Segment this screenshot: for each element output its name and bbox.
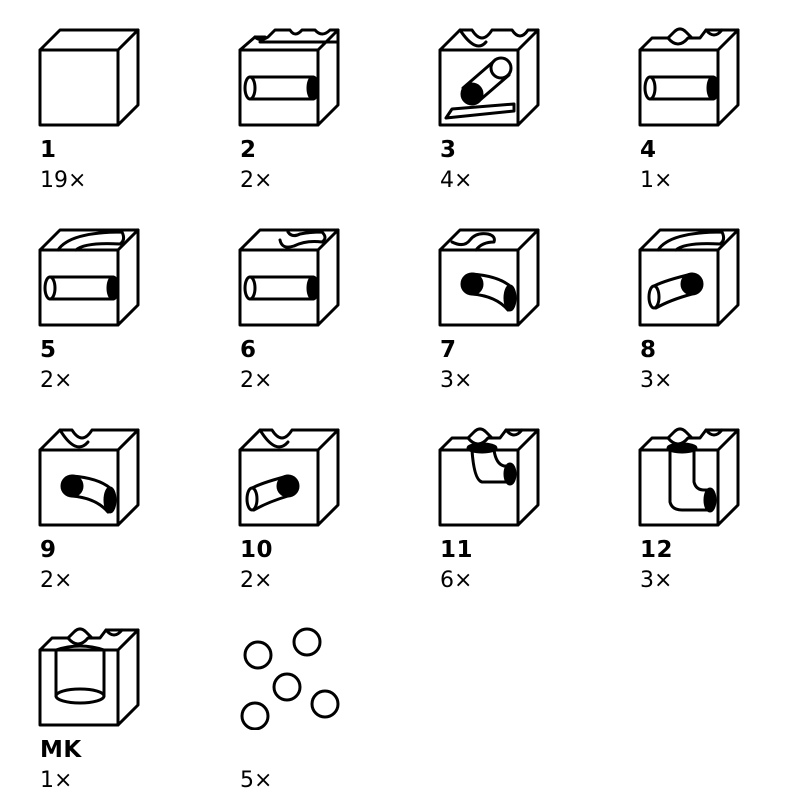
part-number: 11 bbox=[440, 537, 474, 563]
part-mk: MK 1× bbox=[0, 600, 200, 800]
part-quantity: 19× bbox=[40, 168, 87, 193]
part-quantity: 1× bbox=[40, 768, 73, 793]
part-7: 7 3× bbox=[400, 200, 600, 400]
part-quantity: 2× bbox=[240, 168, 273, 193]
part-number: 10 bbox=[240, 537, 274, 563]
double-groove-tunnel-cube-icon bbox=[230, 20, 340, 130]
part-quantity: 2× bbox=[40, 568, 73, 593]
part-11: 11 6× bbox=[400, 400, 600, 600]
part-10: 10 2× bbox=[200, 400, 400, 600]
part-quantity: 2× bbox=[240, 368, 273, 393]
part-number: 7 bbox=[440, 337, 457, 363]
part-quantity: 3× bbox=[640, 368, 673, 393]
part-6: 6 2× bbox=[200, 200, 400, 400]
part-1: 1 19× bbox=[0, 0, 200, 200]
part-number: 5 bbox=[40, 337, 57, 363]
part-number: 4 bbox=[640, 137, 657, 163]
part-quantity: 6× bbox=[440, 568, 473, 593]
cross-groove-vertical-drop-cube-icon bbox=[630, 420, 740, 530]
part-number: MK bbox=[40, 737, 82, 763]
part-5: 5 2× bbox=[0, 200, 200, 400]
part-quantity: 2× bbox=[40, 368, 73, 393]
part-number: 1 bbox=[40, 137, 57, 163]
part-number: 12 bbox=[640, 537, 674, 563]
plain-cube-icon bbox=[30, 20, 140, 130]
part-quantity: 1× bbox=[640, 168, 673, 193]
curve-groove-hole-cube-icon bbox=[630, 220, 740, 330]
part-quantity: 2× bbox=[240, 568, 273, 593]
part-quantity: 3× bbox=[640, 568, 673, 593]
cross-groove-drop-cube-icon bbox=[430, 420, 540, 530]
curve-groove-tunnel-cube-icon bbox=[30, 220, 140, 330]
part-2: 2 2× bbox=[200, 0, 400, 200]
part-12: 12 3× bbox=[600, 400, 800, 600]
part-9: 9 2× bbox=[0, 400, 200, 600]
groove-hole-left-cube-icon bbox=[230, 420, 340, 530]
part-quantity: 4× bbox=[440, 168, 473, 193]
part-4: 4 1× bbox=[600, 0, 800, 200]
funnel-cube-icon bbox=[30, 620, 140, 730]
part-8: 8 3× bbox=[600, 200, 800, 400]
part-number: 6 bbox=[240, 337, 257, 363]
marbles-icon bbox=[230, 620, 340, 730]
bend-groove-tunnel-cube-icon bbox=[230, 220, 340, 330]
part-number: 3 bbox=[440, 137, 457, 163]
part-number: 2 bbox=[240, 137, 257, 163]
bend-groove-hole-cube-icon bbox=[430, 220, 540, 330]
cross-groove-tunnel-cube-icon bbox=[630, 20, 740, 130]
marbles: 5× bbox=[200, 600, 400, 800]
part-number: 8 bbox=[640, 337, 657, 363]
diagonal-drop-cube-icon bbox=[430, 20, 540, 130]
part-number: 9 bbox=[40, 537, 57, 563]
groove-hole-right-cube-icon bbox=[30, 420, 140, 530]
part-quantity: 3× bbox=[440, 368, 473, 393]
part-3: 3 4× bbox=[400, 0, 600, 200]
part-quantity: 5× bbox=[240, 768, 273, 793]
